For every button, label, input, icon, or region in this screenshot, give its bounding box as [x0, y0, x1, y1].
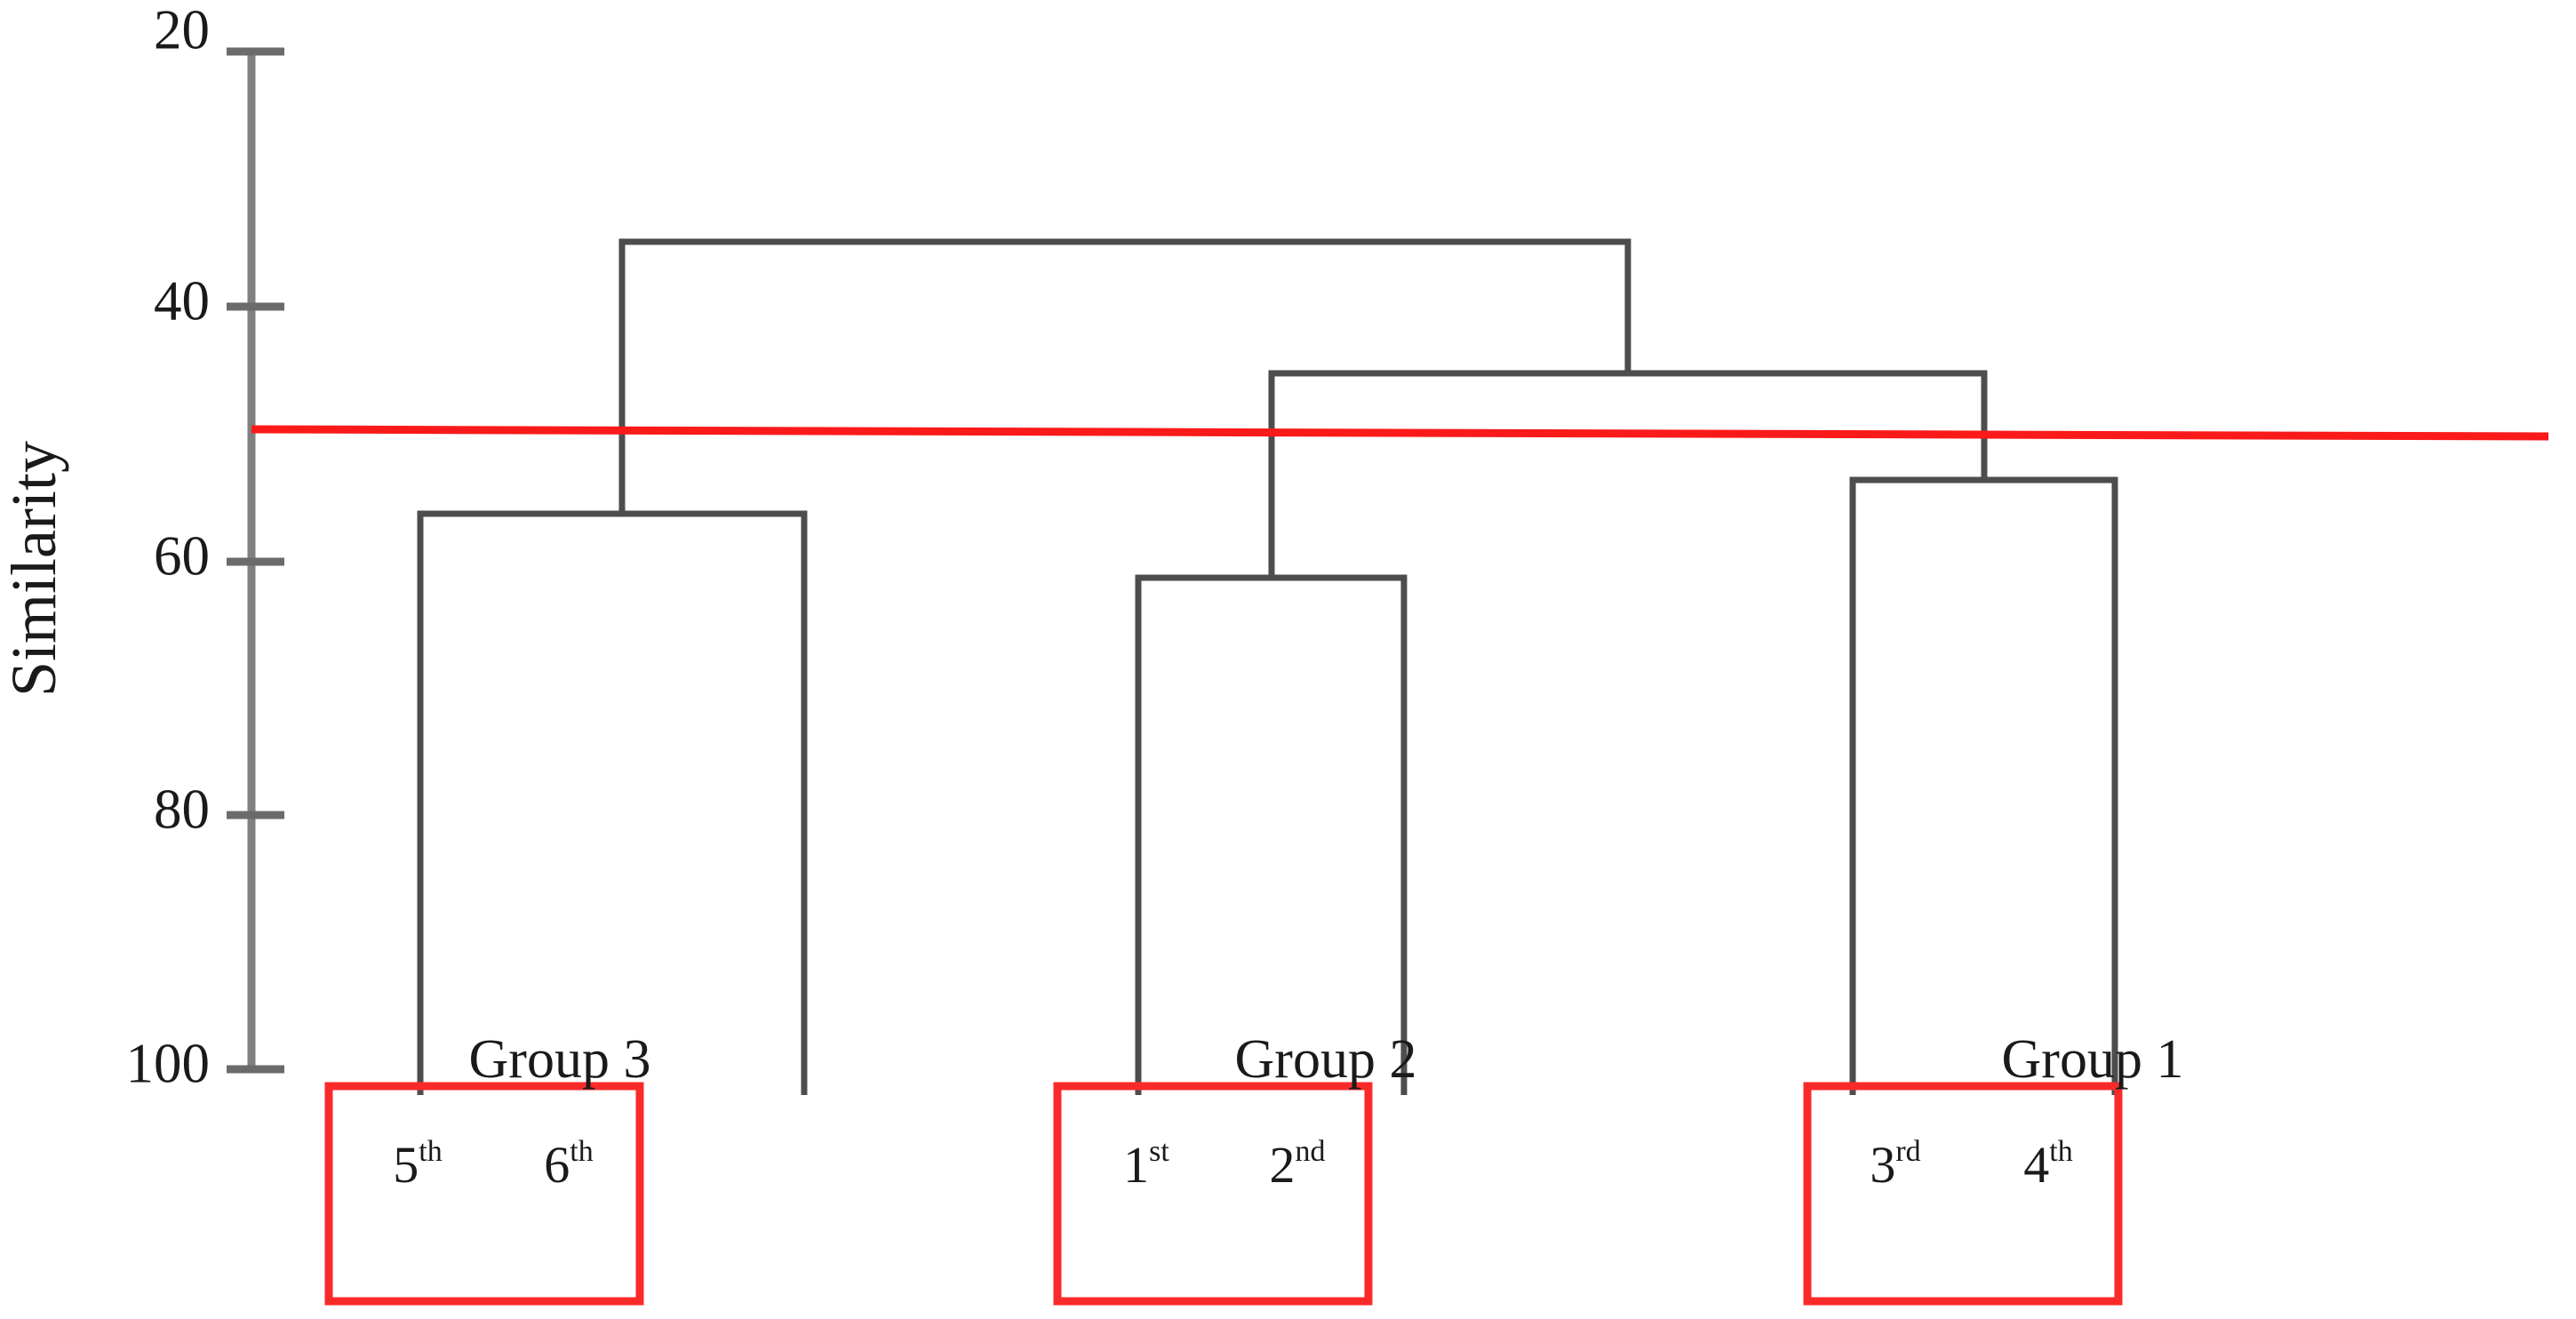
group-boxes	[324, 1082, 2123, 1306]
leaf-base-2nd: 2	[1270, 1136, 1296, 1194]
leaf-label-5th: 5th	[393, 1135, 442, 1194]
group-box-2	[1053, 1082, 1373, 1306]
merge-cluster-group-2-plus-1	[1268, 370, 1988, 578]
leaf-labels: 5th 6th 1st 2nd 3rd 4th	[393, 1135, 2072, 1194]
leaf-sup-2nd: nd	[1296, 1135, 1326, 1168]
dendrogram-tree	[417, 238, 2118, 1095]
leaf-label-1st: 1st	[1123, 1135, 1169, 1194]
y-tick-label-60: 60	[154, 524, 210, 587]
merge-cluster-group-3	[417, 510, 808, 1095]
leaf-base-6th: 6	[544, 1136, 570, 1194]
leaf-sup-4th: th	[2049, 1135, 2072, 1168]
merge-root-cluster	[618, 238, 1631, 514]
leaf-label-6th: 6th	[544, 1135, 593, 1194]
y-tick-label-80: 80	[154, 778, 210, 840]
leaf-label-4th: 4th	[2023, 1135, 2072, 1194]
group-label-2: Group 2	[1235, 1029, 1417, 1090]
leaf-base-4th: 4	[2023, 1136, 2049, 1194]
group-label-3: Group 3	[469, 1029, 651, 1090]
leaf-sup-5th: th	[419, 1135, 442, 1168]
leaf-base-5th: 5	[393, 1136, 419, 1194]
similarity-cut-line	[251, 425, 2549, 441]
merge-cluster-group-2	[1135, 574, 1408, 1095]
leaf-label-3rd: 3rd	[1870, 1135, 1920, 1194]
leaf-base-3rd: 3	[1870, 1136, 1895, 1194]
y-axis-title: Similarity	[0, 441, 69, 697]
y-axis: 20 40 60 80 100	[126, 0, 284, 1094]
leaf-label-2nd: 2nd	[1270, 1135, 1326, 1194]
y-tick-label-20: 20	[154, 0, 210, 60]
y-tick-label-100: 100	[126, 1032, 211, 1094]
leaf-sup-1st: st	[1149, 1135, 1169, 1168]
group-label-1: Group 1	[2002, 1029, 2184, 1090]
merge-cluster-group-1	[1849, 476, 2118, 1095]
group-box-3	[324, 1082, 644, 1306]
leaf-sup-3rd: rd	[1895, 1135, 1920, 1168]
group-box-1	[1803, 1082, 2123, 1306]
leaf-sup-6th: th	[570, 1135, 593, 1168]
y-tick-label-40: 40	[154, 269, 210, 332]
leaf-base-1st: 1	[1123, 1136, 1149, 1194]
